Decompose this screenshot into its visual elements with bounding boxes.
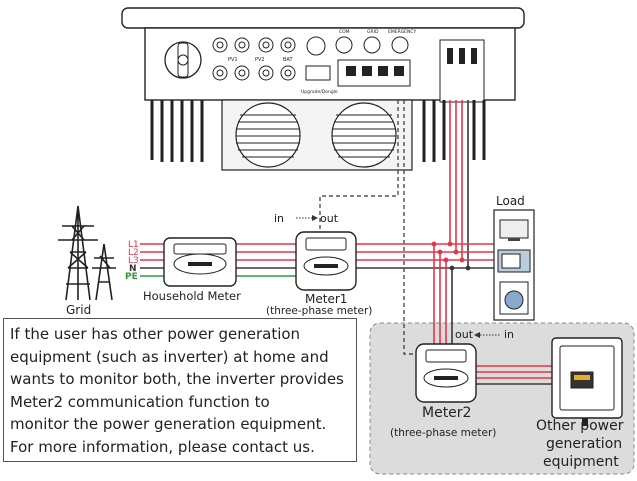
washing-machine-icon xyxy=(499,281,529,315)
note-line: If the user has other power generation xyxy=(10,325,301,343)
upgrade-label: Upgrade/Dongle xyxy=(301,89,338,95)
other-power-line-2: generation xyxy=(546,436,623,452)
bat-label: BAT xyxy=(283,57,293,63)
meter2-icon xyxy=(415,343,477,403)
bus-junction-dots xyxy=(431,241,471,271)
other-inverter-icon xyxy=(551,337,623,426)
household-meter-icon xyxy=(163,237,237,287)
meter1-sub-label: (three-phase meter) xyxy=(266,305,373,317)
meter2-out-label: out xyxy=(455,328,474,341)
meter2-direction-arrow xyxy=(474,332,500,338)
communication-lines xyxy=(319,100,430,355)
note-line: monitor the power generation equipment. xyxy=(10,415,327,433)
pv1-label: PV1 xyxy=(228,57,238,63)
inverter: PV1 PV2 BAT Upgrade/Dongle COM GRID EMER… xyxy=(121,7,525,171)
meter2-label: Meter2 xyxy=(422,405,472,421)
com-label: COM xyxy=(339,29,350,35)
meter2-sub-label: (three-phase meter) xyxy=(390,427,497,439)
load-label: Load xyxy=(496,194,525,208)
meter1-label: Meter1 xyxy=(305,292,348,306)
fan-left-icon xyxy=(235,102,301,168)
line-label-l1: L1 xyxy=(128,240,139,250)
line-label-l3: L3 xyxy=(128,256,139,266)
line-label-n: N xyxy=(129,264,137,274)
line-label-l2: L2 xyxy=(128,248,139,258)
meter2-branch xyxy=(433,244,453,345)
household-meter-label: Household Meter xyxy=(143,289,241,303)
note-line: Meter2 communication function to xyxy=(10,392,270,411)
line-label-pe: PE xyxy=(125,272,138,282)
meter2-to-equipment xyxy=(472,365,560,385)
inverter-ac-lines xyxy=(449,100,469,268)
heatsink-fins xyxy=(150,100,486,162)
pv-connector-icons xyxy=(212,37,296,81)
note-line: For more information, please contact us. xyxy=(10,437,315,456)
meter1-icon xyxy=(295,231,357,291)
grid-tower-icon xyxy=(58,205,116,301)
pv2-label: PV2 xyxy=(255,57,265,63)
note-line: wants to monitor both, the inverter prov… xyxy=(10,370,344,388)
grid-label: Grid xyxy=(66,303,92,317)
monitor-icon xyxy=(499,219,529,241)
grid-port-label: GRID xyxy=(367,29,379,35)
other-power-line-1: Other power xyxy=(536,418,624,434)
fan-right-icon xyxy=(331,102,397,168)
other-power-line-3: equipment xyxy=(543,454,619,470)
info-callout: If the user has other power generation e… xyxy=(3,318,357,462)
meter1-in-label: in xyxy=(274,212,285,225)
meter1-direction-arrow xyxy=(296,215,318,221)
emergency-label: EMERGENCY xyxy=(388,29,416,35)
meter1-out-label: out xyxy=(320,212,339,225)
com-port-icons xyxy=(335,36,409,54)
load-box xyxy=(493,209,535,321)
note-line: equipment (such as inverter) at home and xyxy=(10,347,329,366)
meter2-in-label: in xyxy=(504,328,515,341)
port-icon xyxy=(306,36,326,56)
dc-switch-icon xyxy=(164,41,202,79)
microwave-icon xyxy=(497,249,531,273)
inverter-top-cover xyxy=(121,7,525,29)
upgrade-port-icon xyxy=(305,65,331,81)
